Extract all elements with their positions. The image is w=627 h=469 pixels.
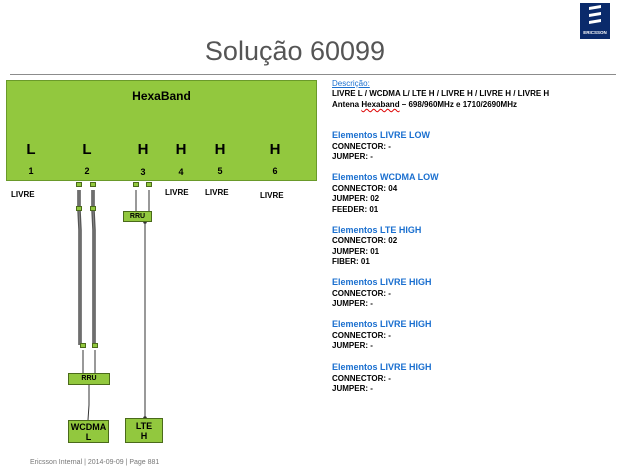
section-line: JUMPER: - xyxy=(332,299,373,308)
port-number-3: 3 xyxy=(140,167,146,177)
port-number-4: 4 xyxy=(178,167,184,177)
title-divider xyxy=(10,74,616,75)
wcdma-l-box: WCDMA L xyxy=(68,420,109,443)
section-heading-livre-high: Elementos LIVRE HIGH xyxy=(332,362,432,372)
connector xyxy=(146,182,152,187)
livre-label-port-1: LIVRE xyxy=(11,190,35,199)
rru-wcdma-label: RRU xyxy=(81,375,97,382)
section-line: CONNECTOR: - xyxy=(332,289,391,298)
lte-h-box: LTE H xyxy=(125,418,163,443)
section-line: JUMPER: - xyxy=(332,341,373,350)
section-heading-lte-high: Elementos LTE HIGH xyxy=(332,225,422,235)
wcdma-box-line1: WCDMA xyxy=(70,422,107,432)
port-letter-1: L xyxy=(26,141,36,158)
port-number-1: 1 xyxy=(28,166,34,176)
section-line: FIBER: 01 xyxy=(332,257,370,266)
section-line: CONNECTOR: - xyxy=(332,331,391,340)
description-line2: Antena Hexaband – 698/960MHz e 1710/2690… xyxy=(332,100,517,109)
section-line: FEEDER: 01 xyxy=(332,205,379,214)
section-line: CONNECTOR: - xyxy=(332,374,391,383)
hexaband-label: HexaBand xyxy=(132,89,191,103)
lte-box-line1: LTE xyxy=(135,421,153,431)
section-line: CONNECTOR: 02 xyxy=(332,236,398,245)
section-line: CONNECTOR: 04 xyxy=(332,184,398,193)
section-line: CONNECTOR: - xyxy=(332,142,391,151)
hexaband-word: Hexaband xyxy=(361,100,400,109)
hexaband-antenna: HexaBand L L H H H H 1 2 3 4 5 6 xyxy=(6,80,317,181)
connector xyxy=(133,182,139,187)
port-letter-3: H xyxy=(137,141,149,158)
section-line: JUMPER: - xyxy=(332,152,373,161)
livre-label-port-4: LIVRE xyxy=(165,188,189,197)
connector xyxy=(80,343,86,348)
section-line: JUMPER: - xyxy=(332,384,373,393)
svg-text:ERICSSON: ERICSSON xyxy=(583,30,607,35)
port-number-6: 6 xyxy=(272,166,278,176)
rru-lte: RRU xyxy=(123,211,152,222)
section-heading-livre-high: Elementos LIVRE HIGH xyxy=(332,277,432,287)
section-heading-wcdma-low: Elementos WCDMA LOW xyxy=(332,172,439,182)
section-line: JUMPER: 02 xyxy=(332,194,380,203)
footer: Ericsson Internal | 2014-09-09 | Page 88… xyxy=(30,459,160,466)
wcdma-box-line2: L xyxy=(85,432,92,442)
description-line1: LIVRE L / WCDMA L/ LTE H / LIVRE H / LIV… xyxy=(332,89,550,98)
livre-label-port-5: LIVRE xyxy=(205,188,229,197)
port-letter-5: H xyxy=(214,141,226,158)
connector xyxy=(90,182,96,187)
port-number-2: 2 xyxy=(84,166,90,176)
connector xyxy=(76,206,82,211)
section-line: JUMPER: 01 xyxy=(332,247,380,256)
lte-box-line2: H xyxy=(140,431,148,441)
connector xyxy=(76,182,82,187)
livre-label-port-6: LIVRE xyxy=(260,191,284,200)
port-number-5: 5 xyxy=(217,166,223,176)
description-label: Descrição: xyxy=(332,79,370,88)
slide-title: Solução 60099 xyxy=(204,36,386,66)
section-heading-livre-high: Elementos LIVRE HIGH xyxy=(332,319,432,329)
port-letter-6: H xyxy=(269,141,281,158)
connector xyxy=(92,343,98,348)
port-letter-4: H xyxy=(175,141,187,158)
ericsson-logo: ERICSSON xyxy=(580,3,610,39)
port-letter-2: L xyxy=(82,141,92,158)
rru-wcdma: RRU xyxy=(68,373,110,385)
connector xyxy=(90,206,96,211)
section-heading-livre-low: Elementos LIVRE LOW xyxy=(332,130,431,140)
rru-lte-label: RRU xyxy=(129,213,146,220)
